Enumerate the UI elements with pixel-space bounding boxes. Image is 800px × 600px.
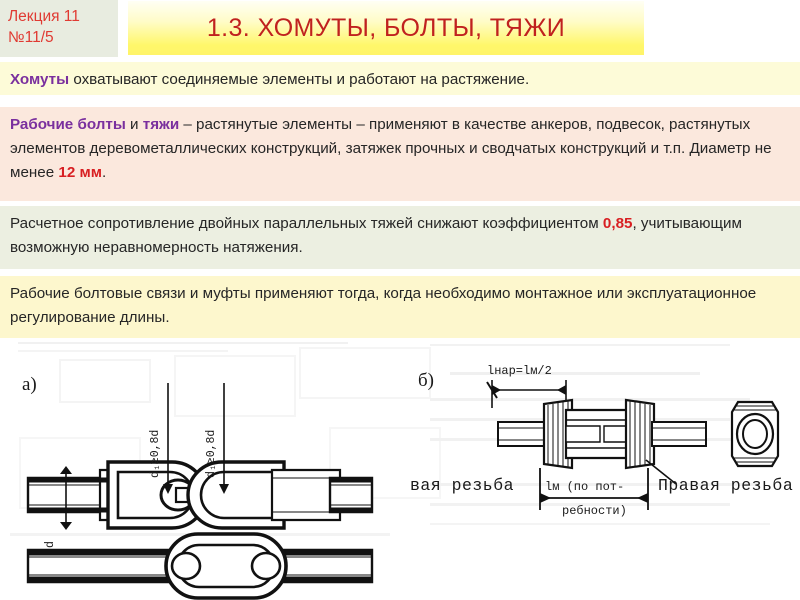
page-title: 1.3. ХОМУТЫ, БОЛТЫ, ТЯЖИ [206,13,566,42]
text-block-bolt-connections: Рабочие болтовые связи и муфты применяют… [0,276,800,338]
dimension-label-d1-first: d₁≥0,8d [149,430,162,478]
header-bar: Лекция 11 №11/5 1.3. ХОМУТЫ, БОЛТЫ, ТЯЖИ [0,0,800,57]
dimension-lm-arrows [539,468,649,510]
paragraph: Хомуты охватывают соединяемые элементы и… [10,68,790,92]
keyword-rabochie-bolty: Рабочие болты [10,116,126,133]
paragraph: Рабочие болтовые связи и муфты применяют… [10,285,757,326]
part-b-turnbuckle [497,398,707,485]
figure-label-a: а) [22,374,37,395]
highlight-12mm: 12 мм [58,164,102,181]
slide-title-box: 1.3. ХОМУТЫ, БОЛТЫ, ТЯЖИ [128,1,644,55]
dimension-label-d: d [44,541,57,548]
keyword-homuty: Хомуты [10,71,70,88]
dimension-label-lm-line2: ребности) [562,504,627,518]
thread-label-left: вая резьба [410,476,514,495]
keyword-tyazhi: тяжи [142,116,180,133]
dimension-d1-first-group [163,383,173,494]
lecture-number-box: Лекция 11 №11/5 [0,0,118,57]
thread-label-right: Правая резьба [658,476,793,495]
block-3-lead: Расчетное сопротивление двойных параллел… [10,215,603,232]
block-2-tail: . [101,164,107,181]
figure-label-b: б) [418,370,434,391]
technical-drawing: а) [0,338,800,600]
text-block-bolts-tyazhi: Рабочие болты и тяжи – растянутые элемен… [0,107,800,201]
dimension-label-lnar: lнар=lм/2 [487,364,552,378]
lecture-line-1: Лекция 11 [8,8,80,25]
paragraph: Рабочие болты и тяжи – растянутые элемен… [10,113,790,185]
paragraph: Расчетное сопротивление двойных параллел… [10,212,790,260]
block-1-rest: охватывают соединяемые элементы и работа… [69,71,530,88]
dimension-label-d1-second: d₁≥0,8d [205,430,218,478]
block-3-tail: , учитывающим возможную неравномерность … [10,215,742,256]
dimension-d1-second-group [219,383,229,494]
dimension-d-group [60,466,72,530]
highlight-085: 0,85 [602,215,633,232]
part-b-nut-end-view [730,400,780,468]
text-block-coefficient: Расчетное сопротивление двойных параллел… [0,206,800,269]
conjunction: и [125,116,143,133]
text-block-homuty: Хомуты охватывают соединяемые элементы и… [0,62,800,95]
block-2-body: – растянутые элементы – применяют в каче… [10,116,772,181]
dimension-label-lm-line1: lм (по пот- [545,480,624,494]
part-a-lower-assembly [26,532,374,600]
part-a-upper-assembly [26,460,374,530]
lecture-line-2: №11/5 [8,29,54,46]
